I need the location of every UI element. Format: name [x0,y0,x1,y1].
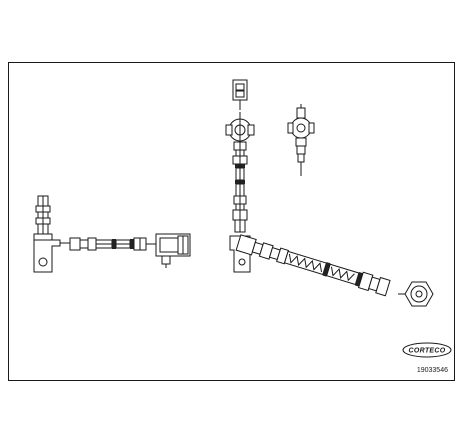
right-small-fitting [287,104,315,176]
diagonal-hose-assembly [235,234,391,297]
part-number: 19033546 [417,367,448,374]
drawing-frame [8,62,455,381]
left-banjo-fitting [155,233,191,268]
hex-nut [398,281,434,307]
left-hose-assembly [33,195,191,273]
center-hose-assembly [225,79,255,273]
center-round-fitting [225,112,255,148]
left-bracket [33,233,61,273]
left-horizontal-hose [60,237,156,251]
brand-logo-text: CORTECO [409,348,446,355]
brand-logo: CORTECO [402,342,452,358]
center-vertical-hose [232,141,248,233]
center-top-bolt [232,79,248,110]
left-vertical-fitting [35,195,51,235]
